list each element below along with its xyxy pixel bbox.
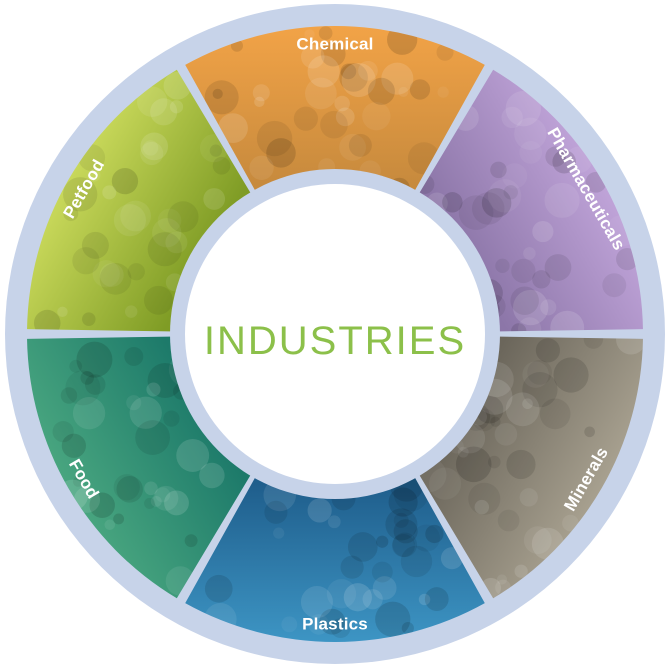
segment-label-plastics: Plastics [302, 615, 368, 634]
segment-texture-pharmaceuticals [415, 90, 639, 332]
segment-plastics[interactable] [185, 465, 485, 642]
texture-layer [33, 25, 643, 639]
segment-chemical[interactable] [185, 25, 485, 203]
center-title: INDUSTRIES [204, 319, 466, 363]
center-hub [185, 184, 485, 484]
segment-texture-chemical [204, 25, 454, 199]
segment-label-chemical: Chemical [296, 35, 373, 54]
segment-texture-petfood [33, 71, 254, 332]
